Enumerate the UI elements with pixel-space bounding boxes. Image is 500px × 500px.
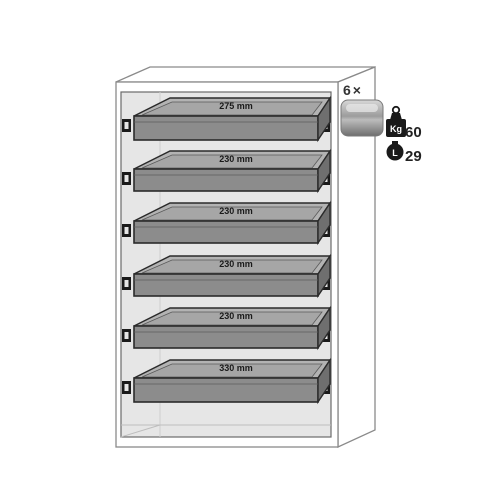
- tray-5[interactable]: 230 mm: [122, 305, 332, 351]
- max-load-value: 60: [405, 124, 422, 141]
- tray-1[interactable]: 275 mm: [122, 95, 332, 143]
- svg-text:Kg: Kg: [390, 124, 402, 134]
- tray-front: [133, 273, 319, 297]
- tray-rail-left-slot: [124, 280, 129, 287]
- tray-front: [133, 220, 319, 244]
- tray-side: [317, 95, 331, 143]
- tray-front: [133, 325, 319, 349]
- tray-side: [317, 200, 331, 246]
- tray-rail-left-slot: [124, 122, 129, 129]
- volume-value: 29: [405, 148, 422, 165]
- tray-front: [133, 377, 319, 403]
- tray-side: [317, 148, 331, 194]
- tray-height-label: 230 mm: [219, 259, 253, 269]
- tray-height-label: 230 mm: [219, 154, 253, 164]
- cabinet-top: [115, 66, 376, 83]
- tray-4[interactable]: 230 mm: [122, 253, 332, 299]
- tray-rail-left-slot: [124, 332, 129, 339]
- tray-rail-left-slot: [124, 175, 129, 182]
- tray-floor: [141, 206, 323, 221]
- tray-height-label: 330 mm: [219, 363, 253, 373]
- tray-2[interactable]: 230 mm: [122, 148, 332, 194]
- tray-rail-left-slot: [124, 384, 129, 391]
- tray-6[interactable]: 330 mm: [122, 357, 332, 405]
- spec-panel: 6× Kg 60 L 29: [340, 82, 422, 165]
- tray-floor: [141, 154, 323, 169]
- tray-front: [133, 168, 319, 192]
- tray-count: 6×: [343, 82, 361, 98]
- tray-rail-left-slot: [124, 227, 129, 234]
- tray-height-label: 230 mm: [219, 311, 253, 321]
- svg-text:L: L: [392, 148, 398, 158]
- tray-floor: [141, 259, 323, 274]
- tray-stack: 275 mm 230 mm 230 mm 230 mm 230 mm 330 mm: [122, 95, 332, 405]
- tray-side: [317, 305, 331, 351]
- weight-icon: Kg: [386, 105, 406, 137]
- tray-floor: [141, 101, 323, 116]
- volume-icon: L: [386, 141, 404, 161]
- tray-side: [317, 253, 331, 299]
- interior-floor-diag: [120, 424, 161, 438]
- tray-side: [317, 357, 331, 405]
- tray-height-label: 275 mm: [219, 101, 253, 111]
- tray-height-label: 230 mm: [219, 206, 253, 216]
- tray-floor: [141, 311, 323, 326]
- tray-thumbnail-highlight: [346, 104, 378, 112]
- tray-front: [133, 115, 319, 141]
- tray-3[interactable]: 230 mm: [122, 200, 332, 246]
- tray-floor: [141, 363, 323, 378]
